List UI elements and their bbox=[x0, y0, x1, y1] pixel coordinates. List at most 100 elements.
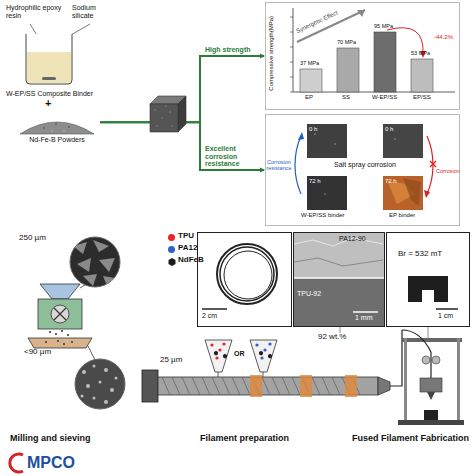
magnet-cube bbox=[169, 111, 171, 113]
fff-printer bbox=[404, 338, 407, 424]
node-text: Nd-Fe-B Powders bbox=[14, 136, 100, 144]
connector-arrow bbox=[100, 122, 265, 172]
feed-hoppers bbox=[223, 354, 227, 359]
node-text: 250 µm bbox=[19, 234, 46, 243]
sem-circle-shape bbox=[73, 240, 115, 286]
sem-circle-shape bbox=[110, 388, 114, 392]
node-text: 1 cm bbox=[438, 312, 453, 320]
material-label: Hydrophilic epoxy resin bbox=[6, 4, 64, 19]
edge-label: High strength bbox=[205, 46, 262, 54]
corrosion-panel: Salt spray corrosion bbox=[265, 114, 460, 226]
sem-circle-shape bbox=[104, 368, 108, 372]
bar-chart-panel-shape bbox=[300, 69, 322, 92]
extruder bbox=[250, 375, 262, 397]
legend-hexagon bbox=[169, 258, 176, 266]
beaker-shape bbox=[27, 52, 71, 83]
corrosion-note: Corrosion bbox=[436, 168, 460, 174]
feed-hoppers bbox=[259, 351, 263, 356]
magnet-cube bbox=[150, 96, 186, 104]
axis-category: SS bbox=[342, 94, 350, 101]
fff-printer bbox=[398, 330, 464, 425]
sem-circle-shape bbox=[82, 370, 86, 374]
sem-circle-shape bbox=[74, 358, 126, 410]
mill-machine bbox=[54, 308, 66, 320]
magnet-cube bbox=[154, 109, 156, 111]
scale-label: 25 µm bbox=[160, 356, 182, 365]
fff-printer bbox=[420, 378, 442, 392]
node-text: W-EP/SS Composite Binder bbox=[6, 90, 93, 98]
fff-printer bbox=[402, 338, 462, 342]
sem-section-shape bbox=[294, 277, 384, 279]
sem-circle: <90 µm bbox=[74, 358, 126, 410]
powder-pile: Nd-Fe-B Powders bbox=[14, 112, 100, 146]
axis-category: EP bbox=[305, 94, 313, 101]
bar-chart-panel-shape bbox=[293, 8, 455, 92]
corrosion-panel-shape bbox=[424, 190, 430, 198]
sem-circle-shape bbox=[99, 258, 115, 272]
filament-photo-shape bbox=[220, 247, 274, 301]
bar-chart-panel-shape bbox=[374, 32, 396, 92]
powder-pile-shape bbox=[55, 123, 57, 125]
fff-printer bbox=[424, 410, 438, 420]
sem-circle-shape bbox=[86, 384, 90, 388]
powder-pile-shape bbox=[43, 127, 45, 129]
axis-category: W-EP/SS bbox=[372, 94, 397, 101]
magnet-photo-shape bbox=[436, 308, 458, 310]
fff-printer bbox=[427, 392, 435, 400]
bar-value: 53 MPa bbox=[411, 50, 430, 56]
edge-label: Excellent corrosion resistance bbox=[205, 145, 262, 168]
corrosion-panel-shape bbox=[403, 178, 421, 206]
feed-hoppers bbox=[214, 351, 218, 356]
corrosion-panel-shape bbox=[265, 114, 460, 226]
sieve-tray bbox=[67, 334, 69, 336]
step-caption: Fused Filament Fabrication bbox=[352, 434, 469, 444]
feed-hoppers bbox=[218, 372, 263, 377]
node-text: Salt spray corrosion bbox=[315, 161, 415, 169]
node-text: 1 mm bbox=[355, 314, 373, 322]
extruder bbox=[345, 375, 357, 397]
logo-mark bbox=[10, 454, 23, 472]
sem-circle: 250 µm bbox=[69, 236, 121, 288]
mill-machine bbox=[40, 284, 80, 299]
or-label: OR bbox=[234, 350, 245, 358]
sem-circle-shape bbox=[77, 258, 91, 272]
extruder bbox=[378, 377, 390, 395]
fff-printer bbox=[422, 356, 430, 364]
sieve-tray bbox=[63, 343, 65, 345]
sem-section-shape bbox=[294, 258, 383, 266]
corrosion-panel-shape bbox=[266, 115, 460, 226]
node-text: PA12-90 bbox=[339, 235, 366, 243]
magnet-photo: Br = 532 mT1 cm bbox=[386, 232, 470, 327]
sample-label: EP binder bbox=[389, 212, 415, 219]
sieve-tray bbox=[49, 331, 51, 333]
sem-circle-shape bbox=[75, 359, 125, 409]
sem-circle-shape bbox=[93, 240, 109, 252]
logo-mark bbox=[10, 454, 23, 472]
node-text: TPU-92 bbox=[297, 290, 321, 298]
logo-text: MPCO bbox=[27, 454, 75, 472]
bar-chart-panel-shape bbox=[337, 48, 359, 92]
corrosion-panel-shape bbox=[324, 193, 326, 195]
beaker-shape bbox=[42, 77, 56, 80]
legend-swatch bbox=[168, 234, 175, 241]
magnet-cube bbox=[165, 105, 167, 107]
arrow-head bbox=[260, 167, 265, 172]
sem-circle-shape bbox=[73, 242, 87, 254]
feed-hoppers bbox=[250, 340, 277, 372]
sem-circle-shape bbox=[99, 381, 102, 384]
fff-printer bbox=[398, 420, 464, 425]
arrow-head bbox=[260, 53, 265, 58]
corrosion-note: Corrosion resistance bbox=[265, 159, 293, 171]
legend-swatch bbox=[168, 246, 175, 253]
connector-line bbox=[100, 56, 264, 122]
material-label: Sodium silicate bbox=[72, 4, 112, 19]
fff-printer bbox=[457, 338, 460, 424]
sieve-tray bbox=[45, 330, 73, 345]
filament-photo-shape bbox=[224, 251, 272, 299]
legend-hexagon bbox=[168, 258, 176, 266]
feed-hoppers bbox=[205, 340, 277, 377]
beaker: W-EP/SS Composite Binder bbox=[18, 30, 80, 86]
corrosion-panel-shape bbox=[314, 133, 316, 135]
legend-text: PA12 bbox=[178, 244, 197, 253]
filament-photo: 2 cm bbox=[197, 232, 292, 327]
